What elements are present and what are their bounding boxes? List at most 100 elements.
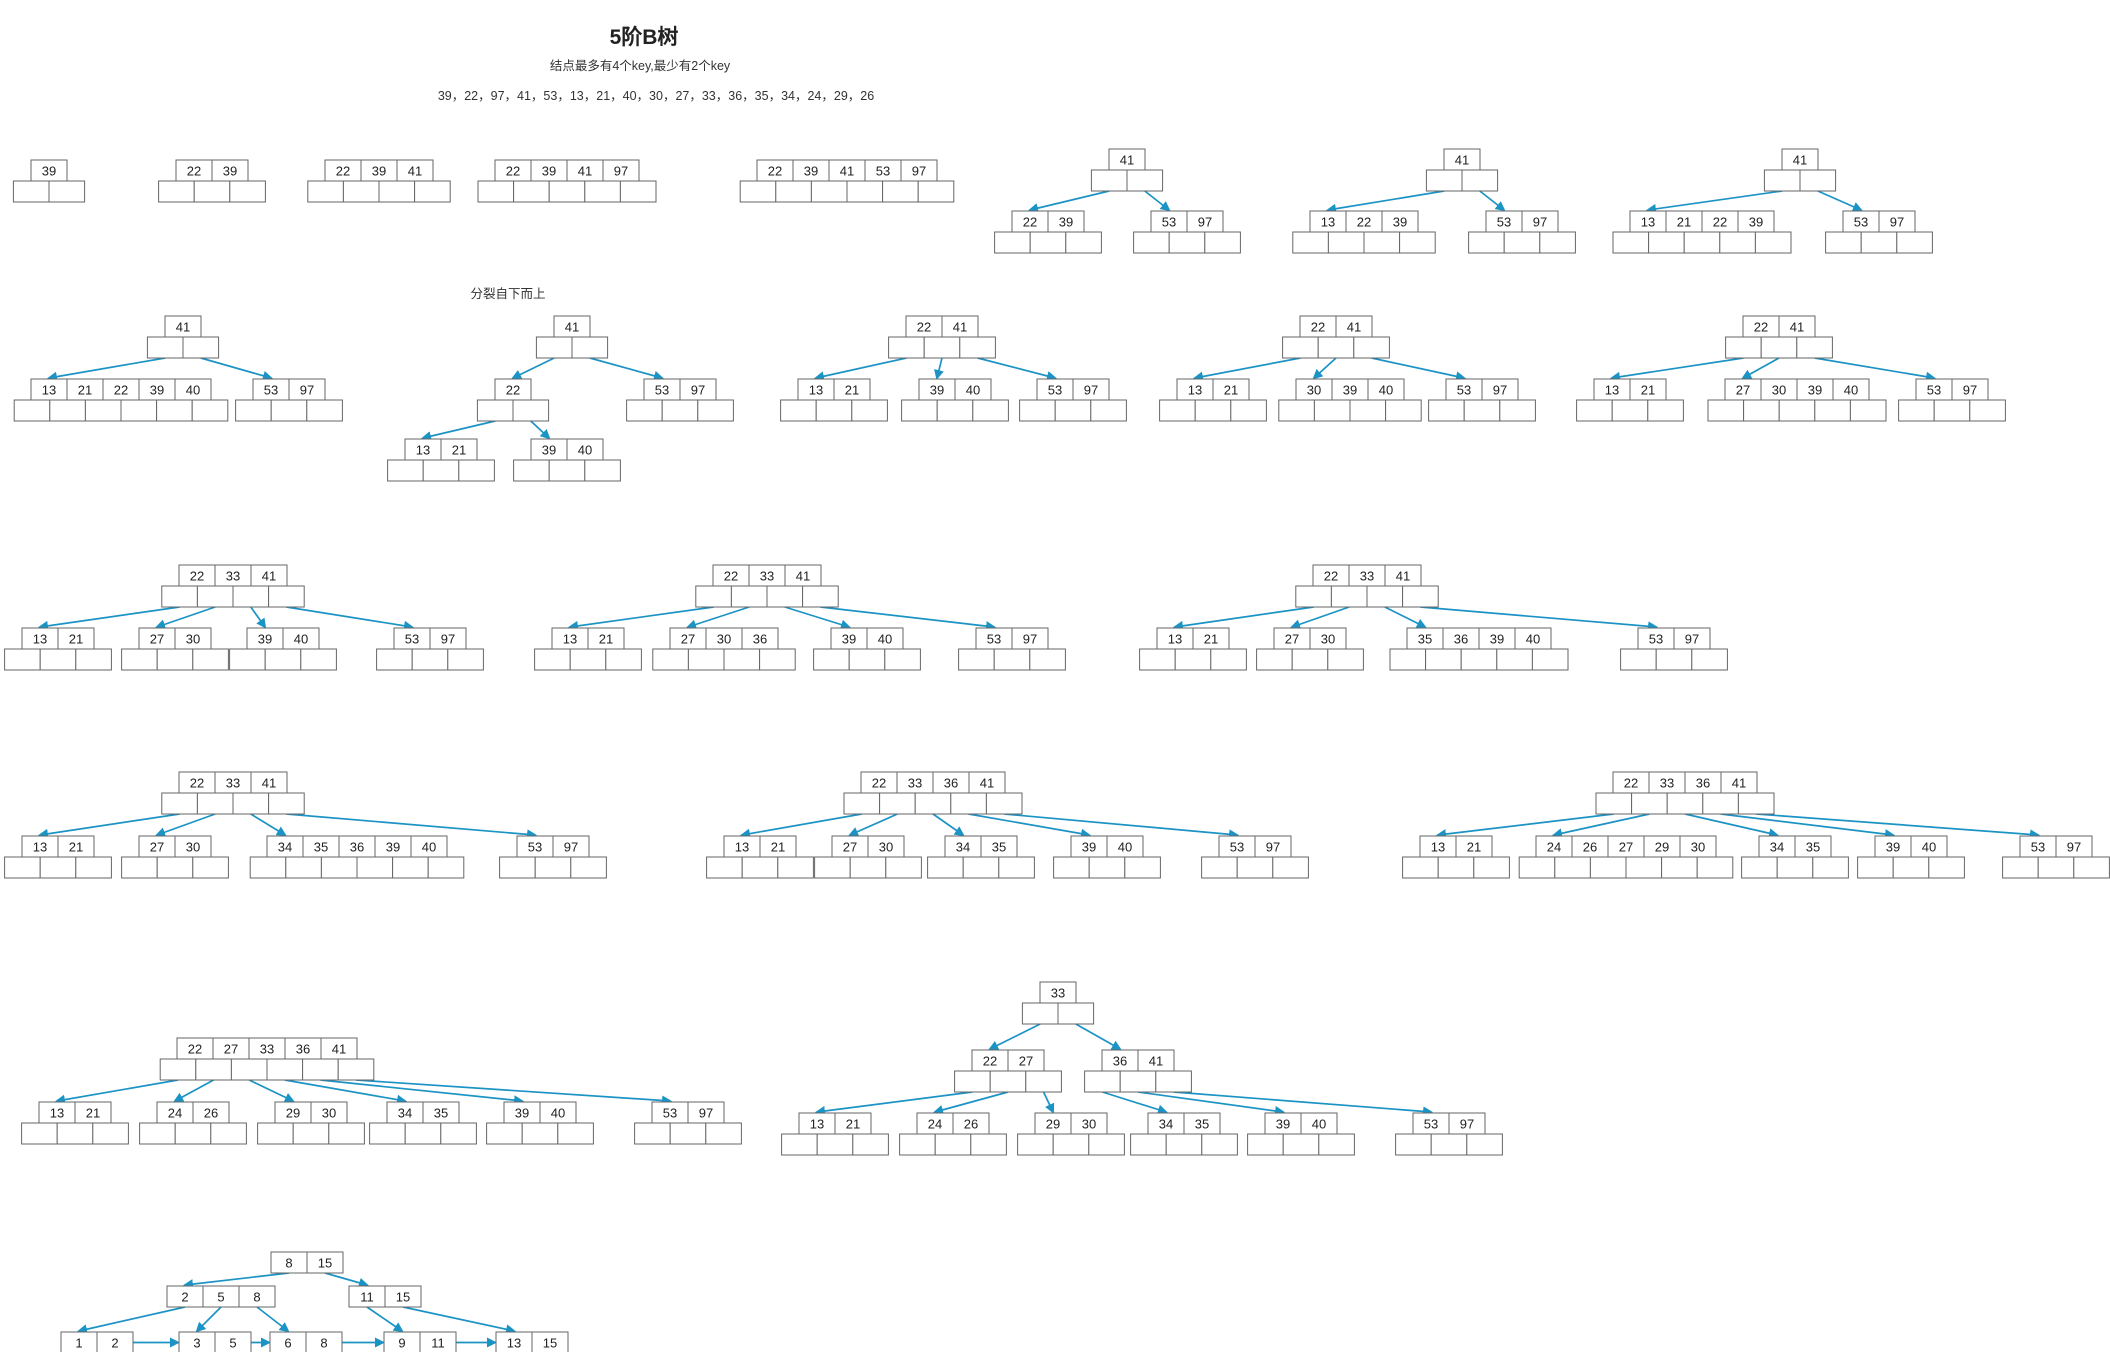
child-pointer-cell <box>1589 856 1627 879</box>
key-label: 24 <box>928 1117 942 1132</box>
child-pointer-cell <box>958 648 995 671</box>
key-label: 40 <box>1526 632 1540 647</box>
child-pointer-cell <box>2002 856 2039 879</box>
key-label: 27 <box>1019 1054 1033 1069</box>
key-label: 26 <box>964 1117 978 1132</box>
child-pointer-cell <box>1969 399 2006 422</box>
child-pointer-cell <box>369 1122 406 1145</box>
tree-edge-arrow <box>250 606 267 629</box>
child-pointer-cell <box>476 399 514 422</box>
tree-edge-arrow <box>988 1023 1041 1050</box>
key-label: 35 <box>1195 1117 1209 1132</box>
key-label: 22 <box>1357 215 1371 230</box>
child-pointer-cell <box>1933 399 1971 422</box>
key-label: 53 <box>1457 383 1471 398</box>
key-label: 22 <box>983 1054 997 1069</box>
child-pointer-cell <box>1327 231 1365 254</box>
key-label: 40 <box>1844 383 1858 398</box>
child-pointer-cell <box>158 180 195 203</box>
key-label: 41 <box>262 569 276 584</box>
tree-edge-arrow <box>195 1306 222 1333</box>
key-label: 21 <box>845 383 859 398</box>
key-label: 39 <box>150 383 164 398</box>
child-pointer-cell <box>813 648 850 671</box>
child-pointer-cell <box>306 399 343 422</box>
child-pointer-cell <box>954 1070 991 1093</box>
tree-edge-arrow <box>1144 190 1171 212</box>
child-pointer-cell <box>1159 399 1196 422</box>
tree-nodes: 39 <box>12 159 86 203</box>
tree-edges <box>1028 190 1171 213</box>
key-label: 40 <box>1312 1117 1326 1132</box>
tree-edge-arrow <box>511 357 555 380</box>
key-label: 41 <box>840 164 854 179</box>
tree-edge-arrow <box>320 1079 524 1106</box>
child-pointer-cell <box>962 856 1000 879</box>
child-pointer-cell <box>1256 648 1293 671</box>
child-pointer-cell <box>285 856 322 879</box>
child-pointer-cell <box>1741 856 1778 879</box>
child-pointer-cell <box>814 856 851 879</box>
key-label: 27 <box>1285 632 1299 647</box>
child-pointer-cell <box>1017 1133 1054 1156</box>
tree-edge-arrow <box>530 420 551 440</box>
key-label: 21 <box>78 383 92 398</box>
child-pointer-cell <box>810 180 848 203</box>
key-label: 21 <box>1224 383 1238 398</box>
child-pointer-cell <box>548 459 586 482</box>
child-pointer-cell <box>121 856 158 879</box>
diagram-subtitle: 结点最多有4个key,最少有2个key <box>550 59 731 73</box>
child-pointer-cell <box>1857 856 1894 879</box>
child-pointer-cell <box>1696 856 1734 879</box>
child-pointer-cell <box>270 399 308 422</box>
child-pointer-cell <box>1292 231 1329 254</box>
tree-edges <box>1610 357 1936 382</box>
key-label: 41 <box>332 1042 346 1057</box>
child-pointer-cell <box>486 1122 523 1145</box>
key-label: 36 <box>1113 1054 1127 1069</box>
key-label: 36 <box>944 776 958 791</box>
tree-edge-arrow <box>848 813 898 837</box>
tree-edge-arrow <box>1326 190 1445 214</box>
child-pointer-cell <box>139 1122 176 1145</box>
key-label: 29 <box>1046 1117 1060 1132</box>
child-pointer-cell <box>1330 585 1368 608</box>
child-pointer-cell <box>1053 856 1090 879</box>
child-pointer-cell <box>534 856 572 879</box>
key-label: 53 <box>655 383 669 398</box>
child-pointer-cell <box>195 1058 232 1081</box>
key-label: 41 <box>1793 153 1807 168</box>
child-pointer-cell <box>759 648 796 671</box>
key-label: 35 <box>992 840 1006 855</box>
tree-edge-arrow <box>173 1079 215 1102</box>
child-pointer-cell <box>885 856 922 879</box>
child-pointer-cell <box>723 648 761 671</box>
key-label: 22 <box>1023 215 1037 230</box>
child-pointer-cell <box>1353 336 1390 359</box>
key-label: 97 <box>1460 1117 1474 1132</box>
tree-edge-arrow <box>784 606 851 630</box>
key-label: 30 <box>186 840 200 855</box>
child-pointer-cell <box>1021 1002 1059 1025</box>
tree-edge-arrow <box>1814 357 1936 382</box>
tree-edge-arrow <box>968 813 1091 839</box>
child-pointer-cell <box>816 1133 854 1156</box>
key-label: 35 <box>434 1106 448 1121</box>
child-pointer-cell <box>292 1122 330 1145</box>
key-label: 8 <box>253 1290 260 1305</box>
